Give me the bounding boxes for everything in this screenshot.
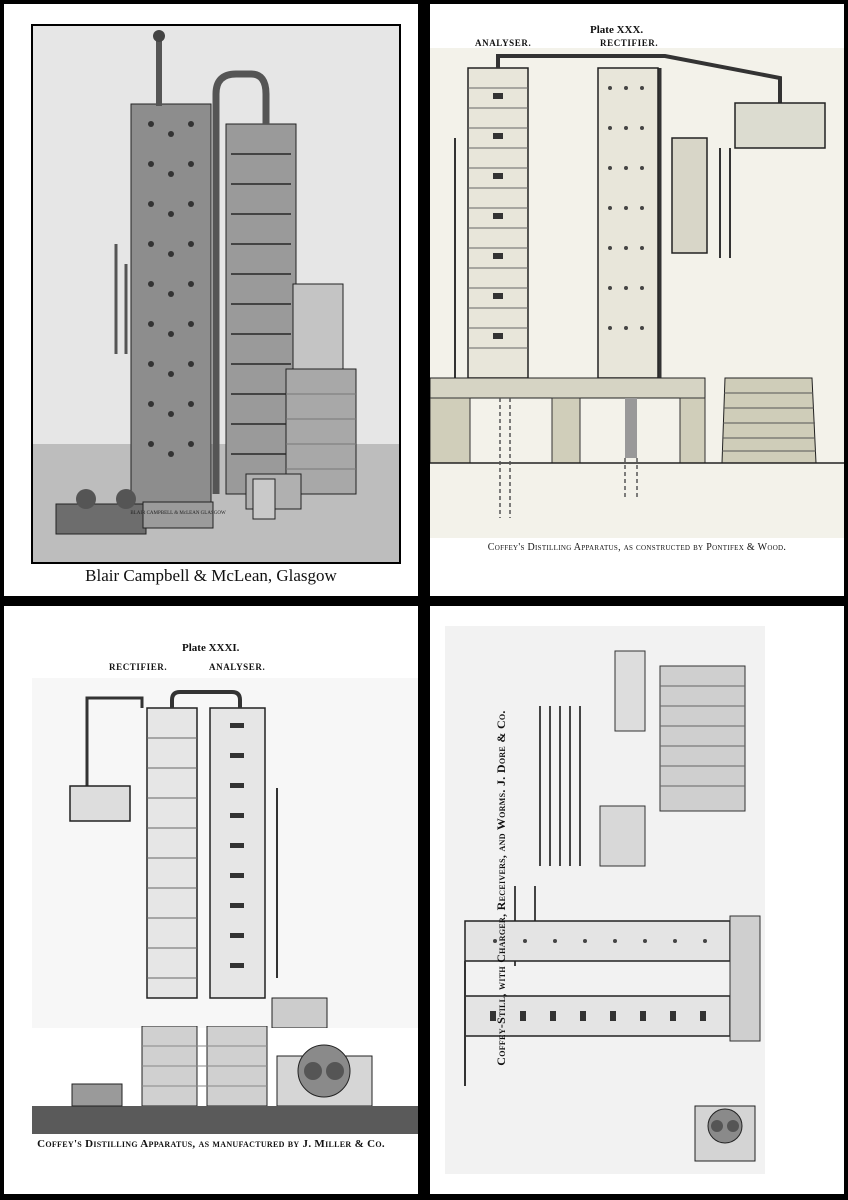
- panel-plate-xxx: Plate XXX. ANALYSER. RECTIFIER.: [430, 4, 844, 596]
- miller-still-base: [32, 1026, 418, 1134]
- panel-plate-xxxi: Plate XXXI. RECTIFIER. ANALYSER. Co: [4, 606, 418, 1194]
- plate-number: Plate XXXI.: [182, 642, 240, 654]
- plate-number: Plate XXX.: [590, 24, 644, 36]
- panel-1-caption: Blair Campbell & McLean, Glasgow: [85, 566, 337, 585]
- dore-still-diagram: [445, 626, 765, 1174]
- panel-4-caption: Coffey-Still, with Charger, Receivers, a…: [494, 710, 508, 1066]
- label-analyser: ANALYSER.: [475, 38, 532, 48]
- label-rectifier: RECTIFIER.: [109, 662, 168, 672]
- miller-still-diagram: [32, 678, 418, 1028]
- still-engraving-illustration: BLAIR CAMPBELL & McLEAN GLASGOW: [31, 24, 401, 564]
- panel-dore-coffey-still: Coffey-Still, with Charger, Receivers, a…: [430, 606, 844, 1194]
- maker-plaque-text: BLAIR CAMPBELL & McLEAN GLASGOW: [130, 511, 226, 516]
- label-analyser: ANALYSER.: [209, 662, 266, 672]
- panel-3-caption: Coffey's Distilling Apparatus, as manufa…: [37, 1138, 385, 1150]
- panel-blair-campbell: BLAIR CAMPBELL & McLEAN GLASGOW Blair Ca…: [4, 4, 418, 596]
- pontifex-still-diagram: [430, 48, 844, 538]
- panel-2-caption: Coffey's Distilling Apparatus, as constr…: [487, 542, 787, 553]
- label-rectifier: RECTIFIER.: [600, 38, 659, 48]
